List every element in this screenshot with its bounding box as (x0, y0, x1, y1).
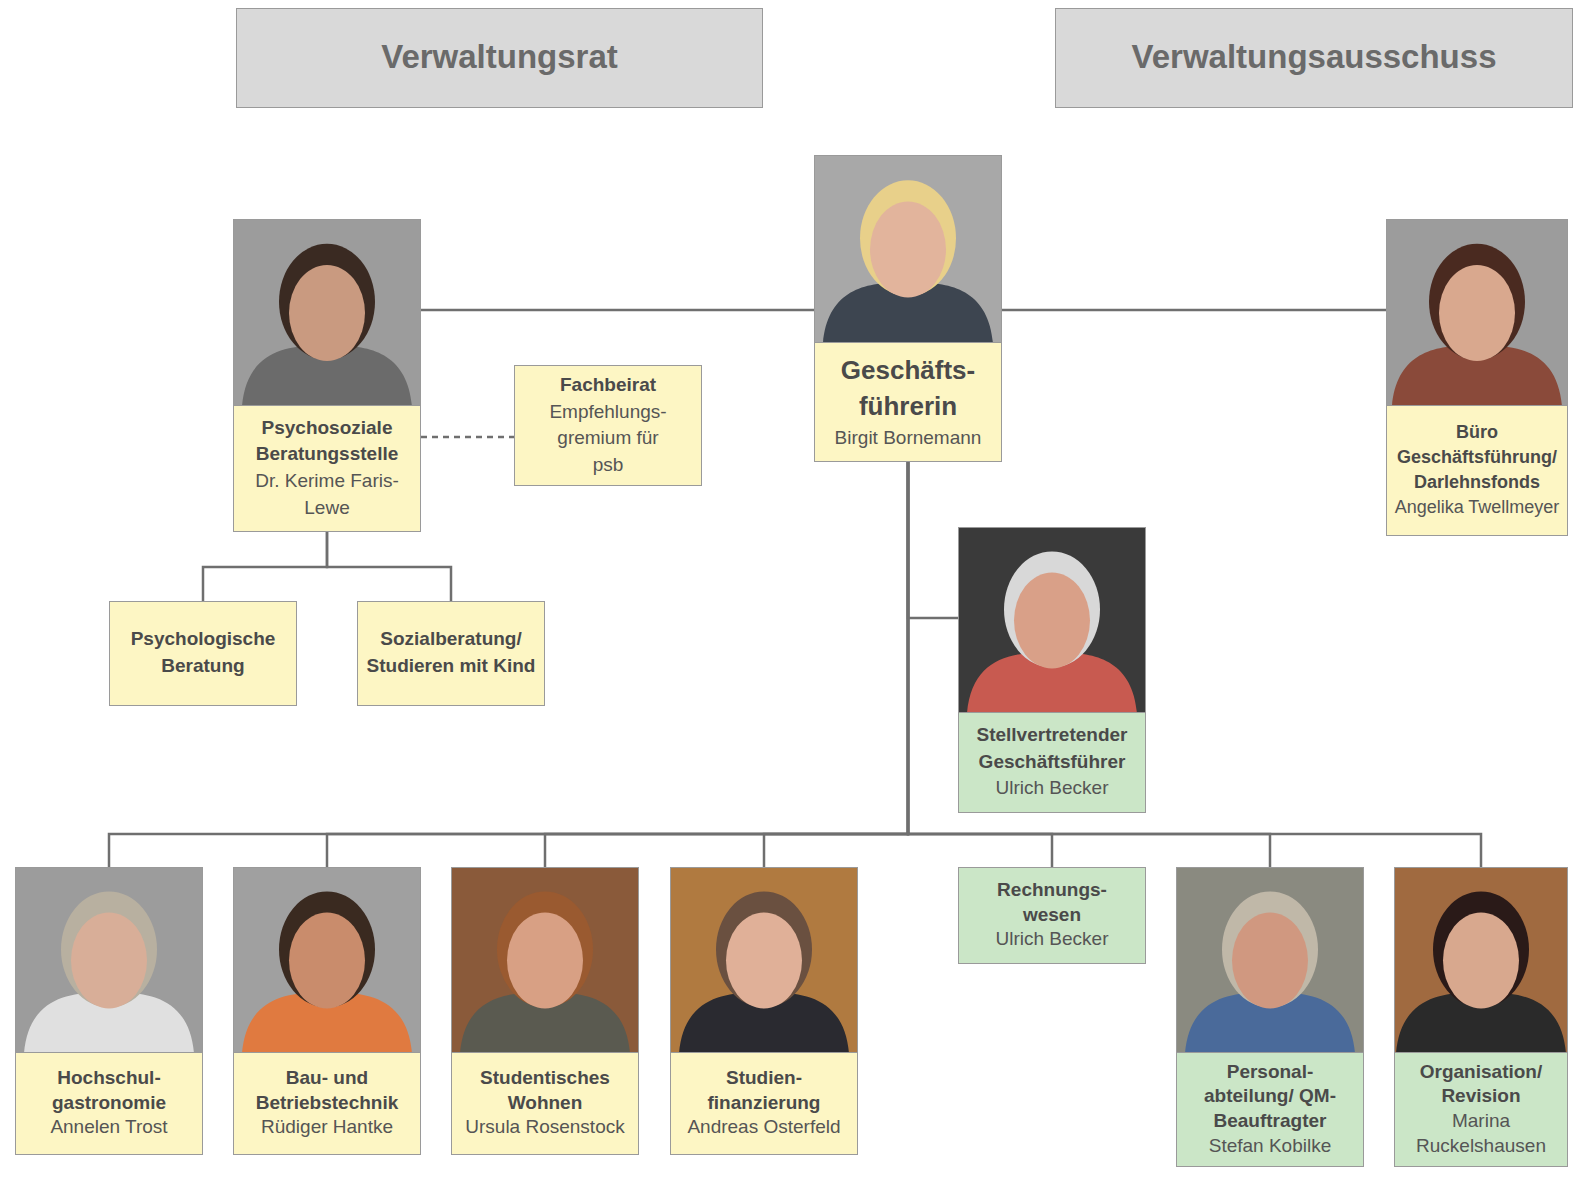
org-connector (109, 462, 908, 867)
person-card: Hochschul- gastronomieAnnelen Trost (15, 867, 203, 1155)
org-connector (764, 462, 908, 867)
unit-title: Hochschul- gastronomie (20, 1066, 198, 1115)
person-card: Büro Geschäftsführung/ DarlehnsfondsAnge… (1386, 219, 1568, 536)
org-connector (421, 309, 814, 312)
person-name: Angelika Twellmeyer (1395, 495, 1560, 520)
unit-title: Personal- abteilung/ QM-Beauftragter (1181, 1060, 1359, 1134)
unit-box: Sozialberatung/ Studieren mit Kind (357, 601, 545, 706)
person-card: Stellvertretender GeschäftsführerUlrich … (958, 527, 1146, 813)
unit-title: Fachbeirat (560, 372, 656, 399)
director-card: Geschäfts- führerinBirgit Bornemann (814, 155, 1002, 462)
unit-title: Psychologische Beratung (114, 626, 292, 679)
org-connector (908, 462, 1270, 867)
unit-title: Verwaltungsausschuss (1132, 34, 1497, 80)
unit-title: Psychosoziale Beratungsstelle (238, 415, 416, 468)
person-name: Birgit Bornemann (835, 425, 982, 452)
unit-title: Stellvertretender Geschäftsführer (963, 722, 1141, 775)
person-name: Dr. Kerime Faris-Lewe (238, 468, 416, 521)
portrait-photo (16, 868, 202, 1053)
person-name: Ursula Rosenstock (465, 1115, 624, 1140)
portrait-photo (671, 868, 857, 1053)
org-connector (327, 532, 451, 601)
advisory-box: FachbeiratEmpfehlungs- gremium für psb (514, 365, 702, 486)
department-box: Rechnungs- wesenUlrich Becker (958, 867, 1146, 964)
unit-title: Studien- finanzierung (675, 1066, 853, 1115)
portrait-photo (1177, 868, 1363, 1053)
portrait-photo (234, 868, 420, 1053)
person-card: Bau- und BetriebstechnikRüdiger Hantke (233, 867, 421, 1155)
unit-title: Sozialberatung/ Studieren mit Kind (362, 626, 540, 679)
unit-title: Organisation/ Revision (1399, 1060, 1563, 1109)
portrait-photo (815, 156, 1001, 343)
portrait-photo (1395, 868, 1567, 1053)
unit-title: Studentisches Wohnen (456, 1066, 634, 1115)
person-card: Psychosoziale BeratungsstelleDr. Kerime … (233, 219, 421, 532)
person-card: Organisation/ RevisionMarina Ruckelshaus… (1394, 867, 1568, 1167)
dashed-connector (421, 436, 514, 439)
unit-box: Psychologische Beratung (109, 601, 297, 706)
person-name: Empfehlungs- gremium für psb (543, 399, 673, 479)
unit-title: Verwaltungsrat (381, 34, 618, 80)
person-name: Ulrich Becker (996, 927, 1109, 952)
person-name: Andreas Osterfeld (687, 1115, 840, 1140)
person-name: Ulrich Becker (996, 775, 1109, 802)
person-name: Annelen Trost (50, 1115, 167, 1140)
person-card: Studien- finanzierungAndreas Osterfeld (670, 867, 858, 1155)
person-card: Personal- abteilung/ QM-BeauftragterStef… (1176, 867, 1364, 1167)
board-box: Verwaltungsausschuss (1055, 8, 1573, 108)
portrait-photo (452, 868, 638, 1053)
org-connector (1002, 309, 1386, 312)
org-connector (203, 532, 327, 601)
person-name: Rüdiger Hantke (261, 1115, 393, 1140)
portrait-photo (959, 528, 1145, 713)
portrait-photo (234, 220, 420, 406)
board-box: Verwaltungsrat (236, 8, 763, 108)
org-connector (908, 462, 958, 618)
person-card: Studentisches WohnenUrsula Rosenstock (451, 867, 639, 1155)
org-connector (545, 462, 908, 867)
person-name: Marina Ruckelshausen (1399, 1109, 1563, 1158)
unit-title: Rechnungs- wesen (982, 878, 1122, 927)
unit-title: Geschäfts- führerin (819, 352, 997, 425)
unit-title: Bau- und Betriebstechnik (238, 1066, 416, 1115)
person-name: Stefan Kobilke (1209, 1134, 1332, 1159)
unit-title: Büro Geschäftsführung/ Darlehnsfonds (1391, 420, 1563, 496)
portrait-photo (1387, 220, 1567, 406)
